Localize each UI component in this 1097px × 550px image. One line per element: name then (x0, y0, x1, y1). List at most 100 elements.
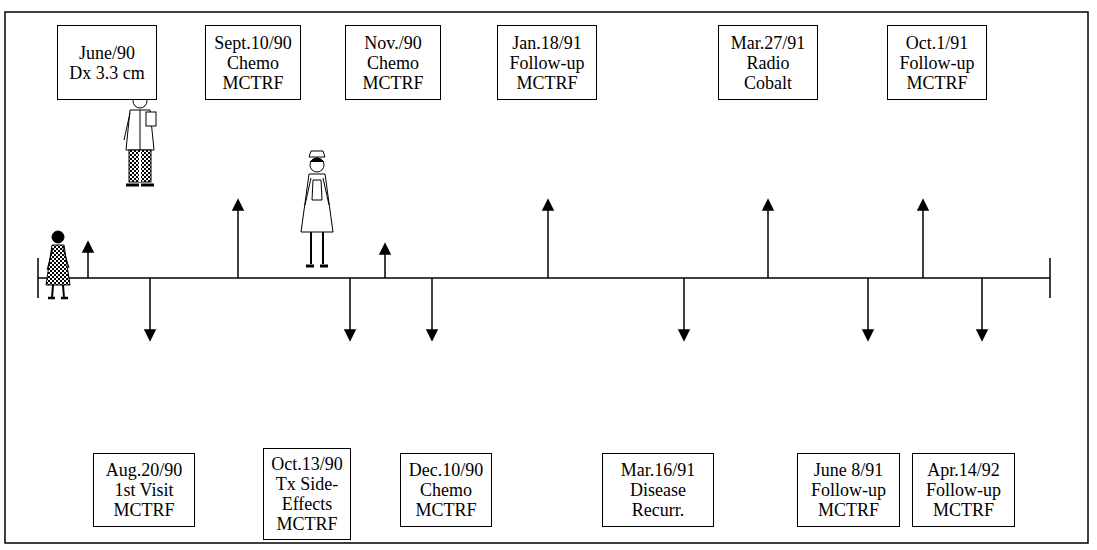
event-text: Tx Side-Effects (268, 474, 346, 514)
event-text: Cobalt (723, 73, 813, 93)
event-date: Jan.18/91 (502, 33, 592, 53)
event-box: June/90Dx 3.3 cm (57, 25, 157, 100)
up-arrow (922, 208, 924, 278)
event-box: Nov./90ChemoMCTRF (345, 25, 441, 100)
event-text: MCTRF (917, 500, 1010, 520)
dress (46, 245, 70, 285)
event-box: Jan.18/91Follow-upMCTRF (497, 25, 597, 100)
event-date: Aug.20/90 (98, 460, 190, 480)
shoe (48, 297, 55, 300)
down-arrows (145, 278, 987, 340)
event-text: Follow-up (917, 480, 1010, 500)
arrow-head (863, 330, 873, 340)
hair (310, 158, 324, 162)
event-text: Dx 3.3 cm (62, 63, 152, 83)
arrow-head (380, 244, 390, 254)
up-arrow (87, 250, 89, 278)
trouser-gap (139, 152, 141, 182)
trousers (129, 150, 151, 182)
up-arrow (384, 252, 386, 278)
event-text: Follow-up (892, 53, 982, 73)
event-date: June 8/91 (802, 460, 895, 480)
arrow-head (345, 330, 355, 340)
event-box: Dec.10/90ChemoMCTRF (400, 453, 492, 527)
arrow-head (233, 200, 243, 210)
event-text: MCTRF (502, 73, 592, 93)
event-text: 1st Visit (98, 480, 190, 500)
event-text: MCTRF (802, 500, 895, 520)
patient-figure (46, 231, 70, 298)
down-arrow (431, 278, 433, 332)
down-arrow (981, 278, 983, 332)
down-arrow (349, 278, 351, 332)
event-box: Oct.13/90Tx Side-EffectsMCTRF (263, 448, 351, 540)
timeline-end (1049, 258, 1051, 298)
leg (322, 232, 324, 264)
head (52, 231, 64, 243)
timeline-end (37, 258, 39, 298)
event-box: June 8/91Follow-upMCTRF (797, 453, 900, 527)
leg (63, 285, 64, 298)
event-text: MCTRF (350, 73, 436, 93)
leg (310, 232, 312, 264)
shoe (306, 265, 314, 268)
event-date: Oct.13/90 (268, 454, 346, 474)
arrow-head (543, 200, 553, 210)
arrow-head (763, 200, 773, 210)
down-arrow (149, 278, 151, 332)
arrow-head (427, 330, 437, 340)
up-arrows (83, 200, 928, 278)
timeline-axis (38, 277, 1050, 279)
arm (63, 248, 69, 268)
event-box: Mar.16/91Disease Recurr. (602, 453, 714, 527)
event-box: Mar.27/91RadioCobalt (718, 25, 818, 100)
up-arrow (237, 208, 239, 278)
event-date: Mar.27/91 (723, 33, 813, 53)
event-box: Oct.1/91Follow-upMCTRF (887, 25, 987, 100)
event-text: Chemo (210, 53, 296, 73)
cap (309, 151, 325, 157)
event-text: Follow-up (502, 53, 592, 73)
event-text: Disease Recurr. (607, 480, 709, 520)
event-text: MCTRF (405, 500, 487, 520)
event-date: Apr.14/92 (917, 460, 1010, 480)
up-arrow (767, 208, 769, 278)
nurse-figure (301, 151, 333, 266)
arrow-head (918, 200, 928, 210)
leg (52, 285, 53, 298)
event-date: Mar.16/91 (607, 460, 709, 480)
arm (47, 248, 53, 270)
event-date: Nov./90 (350, 33, 436, 53)
shoe (141, 184, 154, 187)
shoe (320, 265, 328, 268)
arrow-head (977, 330, 987, 340)
frame (5, 12, 1088, 543)
up-arrow (547, 208, 549, 278)
event-text: MCTRF (98, 500, 190, 520)
arm (124, 113, 130, 140)
event-date: Oct.1/91 (892, 33, 982, 53)
coat-seam (140, 110, 141, 150)
down-arrow (683, 278, 685, 332)
arrow-head (145, 330, 155, 340)
event-text: Follow-up (802, 480, 895, 500)
shoe (126, 184, 139, 187)
event-box: Apr.14/92Follow-upMCTRF (912, 453, 1015, 527)
event-box: Aug.20/901st VisitMCTRF (93, 453, 195, 527)
apron (312, 180, 322, 200)
event-text: Chemo (405, 480, 487, 500)
event-date: Dec.10/90 (405, 460, 487, 480)
dress (301, 174, 333, 232)
event-date: Sept.10/90 (210, 33, 296, 53)
head (310, 158, 324, 172)
event-text: Radio (723, 53, 813, 73)
event-text: Chemo (350, 53, 436, 73)
event-text: MCTRF (268, 514, 346, 534)
arrow-head (679, 330, 689, 340)
event-box: Sept.10/90ChemoMCTRF (205, 25, 301, 100)
arrow-head (83, 242, 93, 252)
down-arrow (867, 278, 869, 332)
event-date: June/90 (62, 43, 152, 63)
clipboard (146, 112, 156, 126)
